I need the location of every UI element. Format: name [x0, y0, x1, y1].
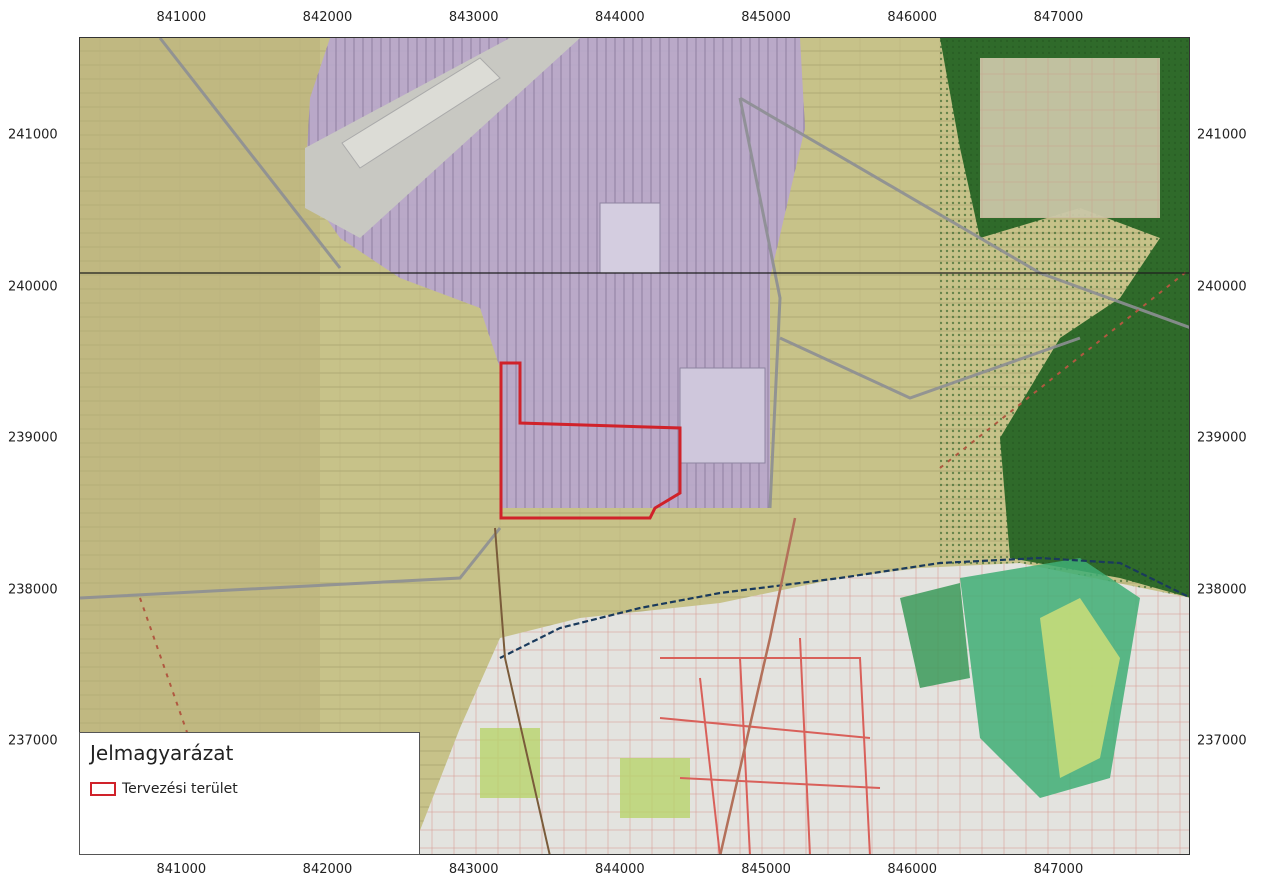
- x-tick-top: 845000: [741, 10, 791, 25]
- map-legend: Jelmagyarázat Tervezési terület: [79, 732, 420, 855]
- x-tick-bottom: 842000: [302, 862, 353, 877]
- main-road: [719, 517, 797, 854]
- x-tick-top: 847000: [1033, 10, 1084, 25]
- x-tick-bottom: 844000: [595, 862, 645, 877]
- y-tick-right: 238000: [1197, 582, 1247, 598]
- x-tick-top: 846000: [887, 10, 938, 25]
- town-main-roads: [659, 637, 881, 854]
- y-tick-left: 240000: [8, 279, 58, 295]
- railway: [494, 527, 551, 854]
- y-tick-left: 239000: [8, 430, 58, 446]
- y-tick-right: 240000: [1197, 279, 1247, 295]
- x-tick-top: 844000: [595, 10, 645, 25]
- planning-area-boundary: [499, 361, 682, 520]
- x-tick-bottom: 846000: [887, 862, 938, 877]
- x-tick-top: 841000: [156, 10, 207, 25]
- x-tick-top: 843000: [448, 10, 499, 25]
- x-tick-top: 842000: [302, 10, 353, 25]
- industrial-building: [679, 367, 766, 464]
- legend-title: Jelmagyarázat: [90, 741, 234, 765]
- pipeline: [939, 268, 1189, 469]
- y-tick-left: 238000: [8, 582, 58, 598]
- residential-pattern: [980, 58, 1160, 218]
- y-tick-right: 241000: [1197, 127, 1247, 143]
- map-svg: [80, 38, 1189, 854]
- town-green-area: [1040, 598, 1120, 778]
- x-tick-bottom: 847000: [1033, 862, 1084, 877]
- legend-item-label: Tervezési terület: [122, 781, 238, 797]
- y-tick-left: 241000: [8, 127, 58, 143]
- town-green-area: [620, 758, 690, 818]
- x-tick-bottom: 845000: [741, 862, 791, 877]
- legend-item-planning-area: Tervezési terület: [90, 781, 238, 797]
- y-tick-left: 237000: [8, 733, 58, 749]
- y-tick-right: 239000: [1197, 430, 1247, 446]
- legend-swatch-red-outline: [90, 782, 116, 796]
- x-tick-bottom: 841000: [156, 862, 207, 877]
- municipal-boundary: [499, 556, 1189, 659]
- y-tick-right: 237000: [1197, 733, 1247, 749]
- map-canvas[interactable]: [79, 37, 1190, 855]
- town-green-area: [900, 583, 970, 688]
- town-green-area: [480, 728, 540, 798]
- western-fields: [80, 38, 320, 854]
- x-tick-bottom: 843000: [448, 862, 499, 877]
- airport-runway: [305, 38, 580, 238]
- industrial-building: [599, 202, 661, 274]
